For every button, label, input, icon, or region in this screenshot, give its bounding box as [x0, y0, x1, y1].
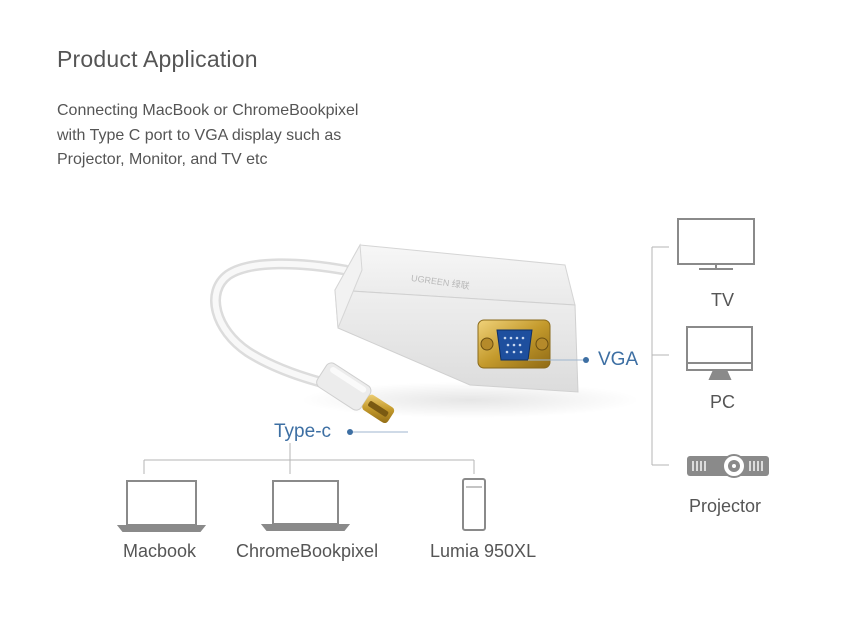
lumia-phone-icon	[462, 478, 486, 531]
vga-callout-dot	[583, 357, 589, 363]
description-line-2: with Type C port to VGA display such as	[57, 126, 342, 144]
vga-callout-label: VGA	[598, 349, 639, 370]
vga-adapter-box: UGREEN 绿联	[334, 243, 579, 393]
page-title: Product Application	[57, 46, 258, 72]
source-label-lumia: Lumia 950XL	[430, 541, 537, 561]
display-label-tv: TV	[711, 290, 735, 310]
usb-c-cable	[210, 258, 351, 388]
usb-c-plug	[316, 362, 395, 424]
source-label-macbook: Macbook	[123, 541, 197, 561]
tv-icon	[677, 218, 755, 270]
display-connector-lines	[651, 246, 669, 466]
display-label-projector: Projector	[689, 496, 762, 516]
typec-callout-label: Type-c	[274, 421, 332, 442]
pc-monitor-icon	[686, 326, 753, 380]
description-line-1: Connecting MacBook or ChromeBookpixel	[57, 102, 359, 119]
display-label-pc: PC	[710, 392, 736, 412]
typec-callout-dot	[347, 429, 353, 435]
description-line-3: Projector, Monitor, and TV etc	[57, 151, 268, 168]
source-label-chromebookpixel: ChromeBookpixel	[236, 541, 379, 561]
macbook-laptop-icon	[116, 480, 207, 532]
chromebook-laptop-icon	[260, 480, 351, 531]
source-connector-lines	[143, 443, 475, 474]
projector-icon	[687, 454, 769, 478]
vga-port	[477, 319, 551, 369]
product-description: Connecting MacBook or ChromeBookpixel wi…	[57, 99, 358, 173]
